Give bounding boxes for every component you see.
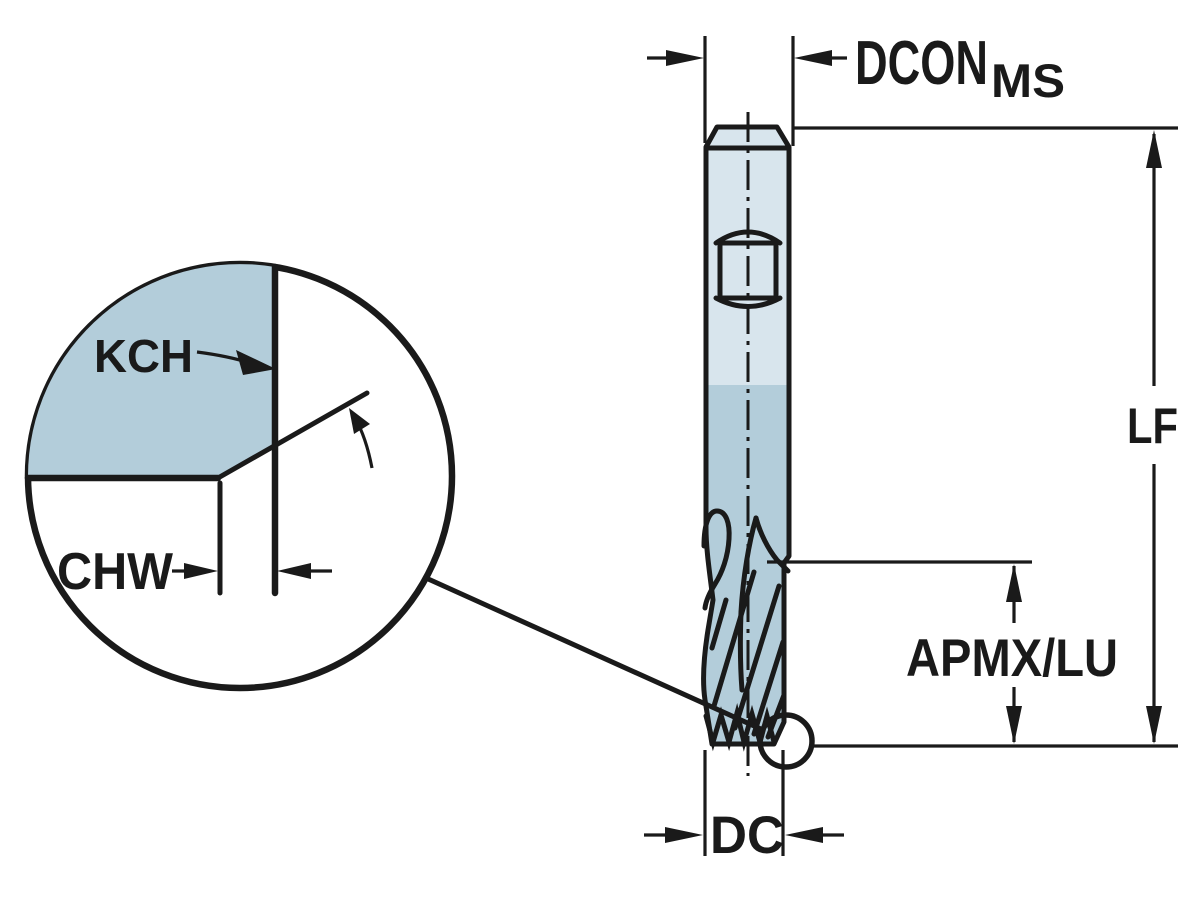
detail-chamfer-face (27, 264, 276, 478)
label-dcon: DCON (855, 29, 988, 98)
detail-callout: KCH CHW (24, 260, 815, 770)
label-apmx-lu: APMX/LU (906, 629, 1118, 688)
annotation-kch: KCH (94, 330, 276, 382)
flute-lines (701, 508, 791, 740)
dim-chw: CHW (57, 543, 332, 601)
label-chw: CHW (57, 543, 174, 601)
dim-dcon: DCON MS (647, 29, 1065, 146)
label-dcon-subscript: MS (991, 54, 1065, 107)
label-kch: KCH (94, 330, 193, 382)
detail-edges (24, 263, 370, 597)
tool-body (701, 112, 792, 776)
dim-lf: LF (793, 126, 1178, 744)
tool-outline (701, 124, 792, 747)
detail-leader-line (423, 575, 766, 733)
detail-source-circle (757, 712, 815, 770)
label-lf: LF (1127, 398, 1178, 454)
dim-apmx: APMX/LU (767, 560, 1178, 748)
annotation-angle-arrow (349, 408, 374, 469)
label-dc: DC (710, 806, 784, 865)
dim-dc: DC (644, 750, 844, 865)
